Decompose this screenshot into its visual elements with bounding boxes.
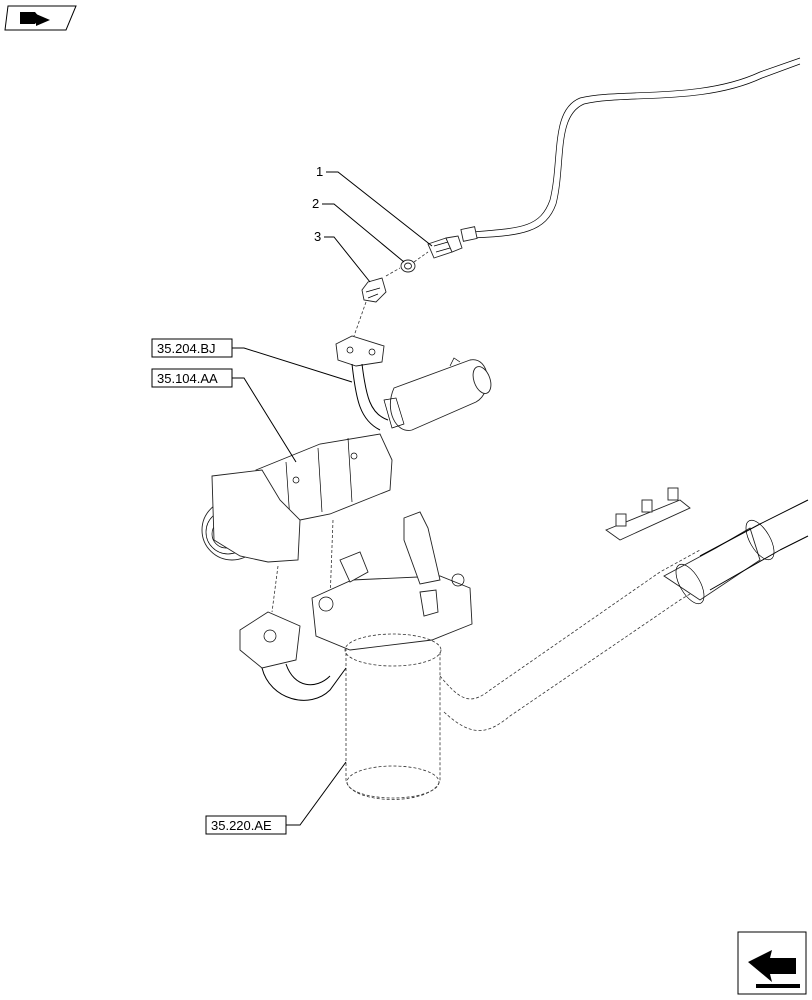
inline-filter — [383, 357, 492, 431]
reference-label: 35.220.AE — [211, 818, 272, 833]
callout-number: 2 — [312, 196, 319, 211]
book-arrow-icon[interactable] — [4, 5, 77, 31]
valve-block — [239, 511, 473, 669]
pressure-sensor — [427, 235, 463, 259]
reference-35-204-bj[interactable]: 35.204.BJ — [151, 338, 353, 383]
callout-1: 1 — [316, 164, 433, 247]
reference-label: 35.204.BJ — [157, 341, 216, 356]
reference-35-220-ae[interactable]: 35.220.AE — [205, 761, 347, 835]
filter-canister — [344, 633, 442, 800]
callout-number: 1 — [316, 164, 323, 179]
elbow-fitting — [361, 277, 387, 303]
reference-label: 35.104.AA — [157, 371, 218, 386]
hydraulic-line — [335, 335, 389, 431]
hydraulic-pump — [201, 433, 393, 563]
reference-35-104-aa[interactable]: 35.104.AA — [151, 368, 297, 463]
next-page-arrow-icon[interactable] — [737, 931, 807, 995]
sealing-washer — [400, 259, 416, 273]
callout-2: 2 — [312, 196, 405, 263]
callout-number: 3 — [314, 229, 321, 244]
sensor-cable — [460, 57, 801, 242]
return-pipe — [439, 487, 809, 731]
callout-3: 3 — [314, 229, 371, 283]
suction-pipe — [261, 663, 347, 701]
